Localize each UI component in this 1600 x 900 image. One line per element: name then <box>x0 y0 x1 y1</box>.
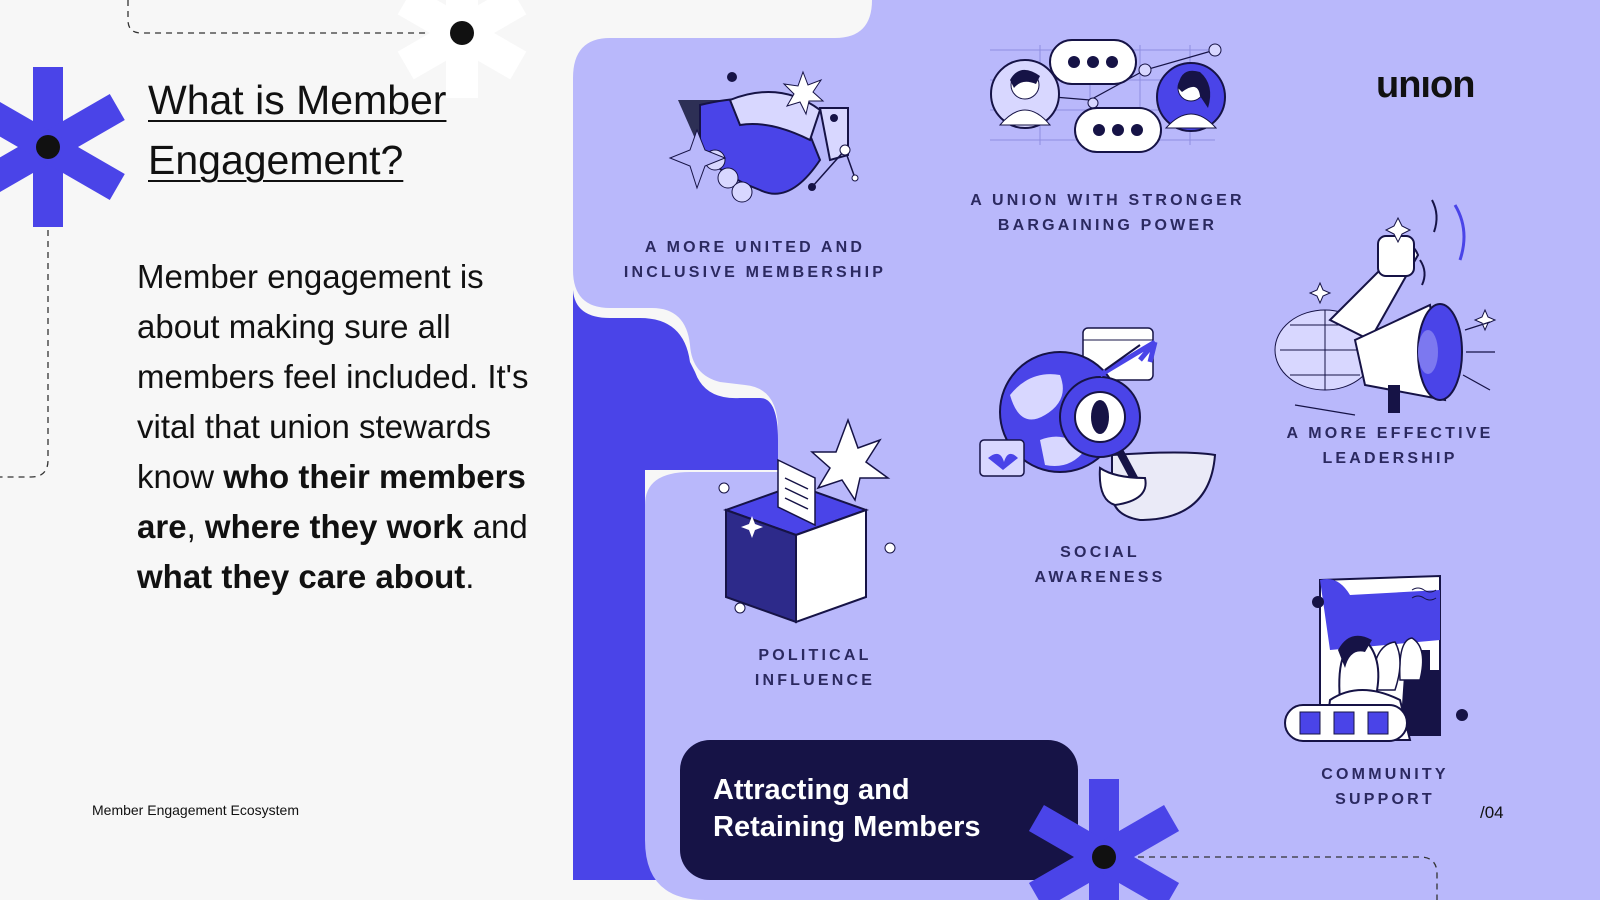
caption-social-awareness: SOCIAL AWARENESS <box>1000 540 1200 590</box>
cta-line-1: Attracting and <box>713 774 910 806</box>
body-emphasis-who: who their members are <box>137 458 526 545</box>
caption-community-support: COMMUNITY SUPPORT <box>1285 762 1485 812</box>
body-intro: Member engagement is about making sure a… <box>137 258 529 495</box>
slide-body-text: Member engagement is about making sure a… <box>137 252 557 602</box>
cta-block <box>680 740 1078 880</box>
ballot-box-icon <box>718 417 896 624</box>
caption-line: LEADERSHIP <box>1322 450 1458 467</box>
caption-line: A MORE UNITED AND <box>644 239 866 256</box>
asterisk-decoration-left <box>0 67 125 227</box>
title-line-1: What is Member <box>148 77 447 123</box>
caption-effective-leadership: A MORE EFFECTIVE LEADERSHIP <box>1255 421 1525 471</box>
caption-line: BARGAINING POWER <box>997 217 1218 234</box>
brand-logo: unıon <box>1376 64 1475 106</box>
conversation-icon <box>990 39 1226 153</box>
community-icon <box>1284 574 1468 742</box>
body-connector-1: , <box>186 508 205 545</box>
asterisk-decoration-white <box>397 0 527 98</box>
caption-line: INCLUSIVE MEMBERSHIP <box>623 264 887 281</box>
caption-line: A UNION WITH STRONGER <box>970 192 1245 209</box>
caption-line: SOCIAL <box>1060 544 1140 561</box>
body-connector-2: and <box>463 508 528 545</box>
footer-label: Member Engagement Ecosystem <box>92 802 299 818</box>
panel-edge-shape <box>573 290 778 880</box>
title-line-2: Engagement? <box>148 137 404 183</box>
asterisk-decoration-bottom <box>1028 779 1180 900</box>
globe-magnifier-icon <box>979 327 1217 522</box>
caption-united-membership: A MORE UNITED AND INCLUSIVE MEMBERSHIP <box>600 235 910 285</box>
handshake-icon <box>668 70 859 203</box>
caption-line: POLITICAL <box>758 647 872 664</box>
caption-bargaining-power: A UNION WITH STRONGER BARGAINING POWER <box>950 188 1265 238</box>
slide-title: What is Member Engagement? <box>148 70 446 190</box>
caption-political-influence: POLITICAL INFLUENCE <box>715 643 915 693</box>
megaphone-icon <box>1274 199 1497 416</box>
caption-line: COMMUNITY <box>1321 766 1449 783</box>
caption-line: INFLUENCE <box>754 672 876 689</box>
body-emphasis-what: what they care about <box>137 558 466 595</box>
page-number: /04 <box>1480 803 1504 822</box>
caption-line: AWARENESS <box>1034 569 1166 586</box>
caption-line: SUPPORT <box>1335 791 1435 808</box>
cta-line-2: Retaining Members <box>713 811 981 843</box>
cta-heading: Attracting and Retaining Members <box>713 772 1053 846</box>
caption-line: A MORE EFFECTIVE <box>1286 425 1494 442</box>
body-connector-3: . <box>465 558 475 595</box>
body-emphasis-where: where they work <box>204 508 464 545</box>
